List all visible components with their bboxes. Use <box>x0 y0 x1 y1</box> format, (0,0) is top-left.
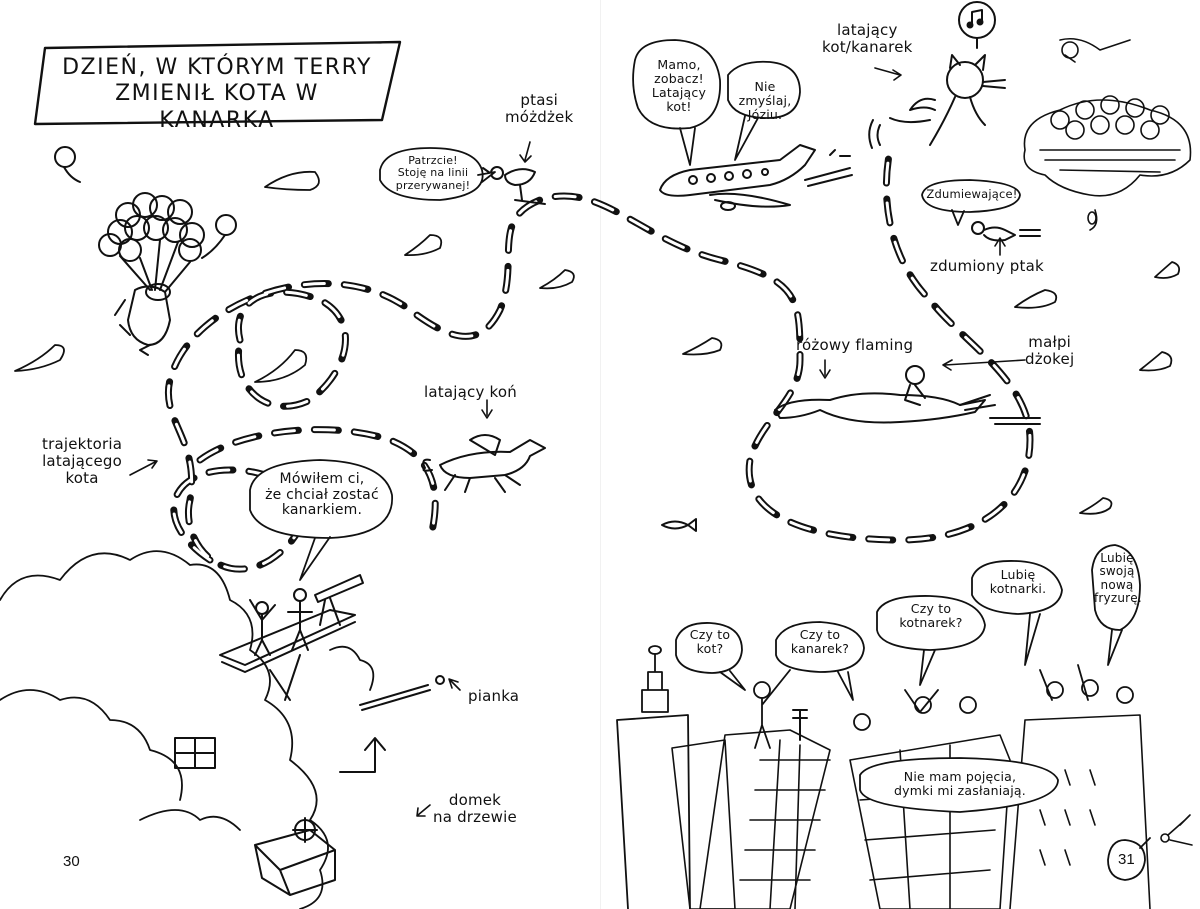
speech-bubble-shapes <box>249 39 1151 881</box>
loose-balloon-icon <box>54 146 81 183</box>
flying-cat-icon <box>868 54 1006 149</box>
cat-nest-icon <box>1023 37 1192 231</box>
page-gutter <box>600 0 601 909</box>
label-arrows <box>129 67 1026 817</box>
title-line-2: ZMIENIŁ KOTA W KANARKA <box>115 81 319 133</box>
bubble-roof-catnary: Czy to kotnarek? <box>899 601 963 630</box>
lower-treehouse-icon <box>254 817 336 896</box>
tree-foliage <box>0 550 375 909</box>
bubble-roof-cat: Czy to kot? <box>689 627 731 656</box>
bubble-roof-hair: Lubię swoją nową fryzurę. <box>1094 551 1142 606</box>
bubble-amazed-bird: Zdumiewające! <box>926 187 1018 201</box>
label-flying-cat: latający kot/kanarek <box>822 21 913 56</box>
balloon-bundle-icon <box>98 192 205 293</box>
label-monkey-jockey: małpi dżokej <box>1025 333 1075 368</box>
page-number-right: 31 <box>1118 851 1135 868</box>
monkey-jockey-icon <box>904 365 926 406</box>
bubble-roof-blocked: Nie mam pojęcia, dymki mi zasłaniają. <box>894 769 1026 798</box>
label-pink-flamingo: różowy flaming <box>796 336 914 354</box>
fish-icon <box>661 518 697 532</box>
bubble-treehouse-kid: Mówiłem ci, że chciał zostać kanarkiem. <box>265 471 379 519</box>
tower-spire-icon <box>616 645 691 909</box>
antenna-icon <box>792 709 808 741</box>
page31-bird-icon <box>1160 814 1193 846</box>
leaf-icon <box>14 170 1181 515</box>
page-number-left: 30 <box>63 853 80 870</box>
loose-balloon-icon <box>201 214 237 259</box>
page-title: DZIEŃ, W KTÓRYM TERRY ZMIENIŁ KOTA W KAN… <box>62 55 372 134</box>
building-hatched-icon <box>671 729 831 909</box>
label-marshmallow: pianka <box>468 687 520 705</box>
treehouse-platform-icon <box>219 609 356 701</box>
label-amazed-bird: zdumiony ptak <box>930 257 1044 275</box>
bubble-roof-like: Lubię kotnarki. <box>989 567 1047 596</box>
rooftop-people-icon <box>753 664 1134 749</box>
bubble-plane-kid: Mamo, zobacz! Latający kot! <box>651 57 707 114</box>
label-trajectory: trajektoria latającego kota <box>42 435 123 487</box>
label-treehouse: domek na drzewie <box>433 791 517 826</box>
window-icon <box>174 737 216 769</box>
arrow-up-icon <box>339 737 386 773</box>
kids-on-platform-icon <box>249 588 313 656</box>
label-bird-brain: ptasi móżdżek <box>505 91 574 126</box>
telescope-icon <box>314 574 364 626</box>
balloon-man-icon <box>114 283 171 356</box>
title-frame <box>33 40 402 126</box>
flamingo-icon <box>774 392 1041 425</box>
bubble-plane-mom: Nie zmyślaj, Józiu. <box>738 79 792 122</box>
bubble-roof-canary: Czy to kanarek? <box>790 627 850 656</box>
music-note-bubble <box>958 1 996 49</box>
flying-horse-icon <box>422 434 546 493</box>
bubble-dotted-line-bird: Patrzcie! Stoję na linii przerywanej! <box>395 154 471 192</box>
airplane-icon <box>659 144 853 211</box>
label-flying-horse: latający koń <box>424 383 517 401</box>
marshmallow-icon <box>359 675 445 711</box>
title-line-1: DZIEŃ, W KTÓRYM TERRY <box>62 55 372 80</box>
amazed-bird-icon <box>971 221 1041 242</box>
